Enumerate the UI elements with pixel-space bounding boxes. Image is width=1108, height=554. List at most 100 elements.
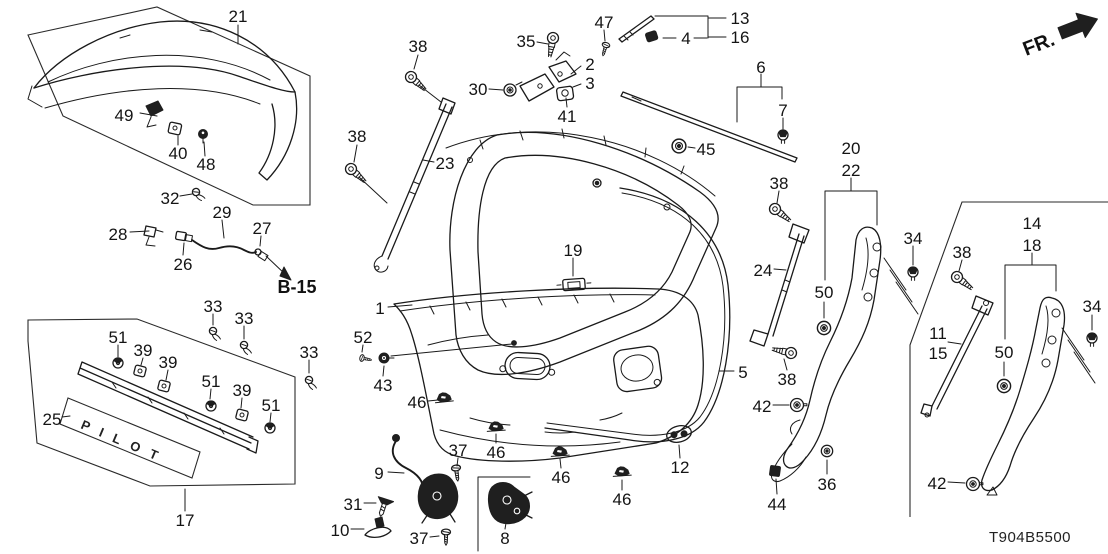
rivet-51-a [112,357,124,369]
screw-47 [598,41,611,58]
part-label-27-8: 27 [253,219,272,238]
nut-39-a [132,364,148,378]
part-label-28-5: 28 [109,225,128,244]
part-label-29-7: 29 [213,203,232,222]
screw-37-a [450,463,463,483]
spoiler-clip-32 [191,186,206,203]
part-label-38-9: 38 [348,127,367,146]
part-label-39-63: 39 [159,353,178,372]
clip-43 [378,352,395,364]
clip-33-a [208,326,222,342]
part-label-16-20: 16 [731,28,750,47]
part-label-45-23: 45 [697,140,716,159]
part-label-40-2: 40 [169,144,188,163]
part-label-38-27: 38 [770,174,789,193]
nut-41 [555,85,575,102]
emblem-text: PILOT [79,417,171,467]
screw-37-b [440,528,452,546]
b15-reference: B-15 [277,277,316,297]
part-label-30-13: 30 [469,80,488,99]
part-label-18-38: 18 [1023,236,1042,255]
part-label-50-42: 50 [995,343,1014,362]
part-label-38-10: 38 [409,37,428,56]
part-label-17-68: 17 [176,511,195,530]
b15-arrowhead [279,266,292,281]
nut-39-b [156,379,172,393]
part-label-42-33: 42 [753,397,772,416]
part-label-31-51: 31 [344,495,363,514]
part-label-47-17: 47 [595,13,614,32]
clip-33-b [239,340,253,356]
part-label-52-46: 52 [354,328,373,347]
side-panel-divider [909,201,1108,517]
bolt-35 [543,30,561,59]
molding-6-drawing [620,91,798,163]
part-label-25-67: 25 [43,410,62,429]
fr-label: FR. [1020,29,1058,61]
part-label-22-26: 22 [842,161,861,180]
part-label-35-12: 35 [517,32,536,51]
rivet-51-c [264,422,276,434]
part-label-19-24: 19 [564,241,583,260]
part-label-44-34: 44 [768,495,787,514]
part-label-21-0: 21 [229,7,248,26]
diagram-code: T904B5500 [989,529,1071,546]
nut-39-c [234,408,250,422]
latch-8 [487,482,533,525]
license-garnish-17 [77,361,259,454]
part-label-34-29: 34 [904,229,923,248]
part-label-33-58: 33 [204,297,223,316]
grommet-50-right [996,378,1012,394]
molding-4-drawing [618,15,659,43]
part-label-5-31: 5 [738,363,747,382]
part-label-42-44: 42 [928,474,947,493]
part-label-50-30: 50 [815,283,834,302]
clip-34-left [907,266,919,282]
spoiler-clip-49 [145,100,164,128]
part-label-3-15: 3 [585,74,594,93]
spoiler-drawing [27,20,298,181]
part-label-33-59: 33 [235,309,254,328]
part-label-39-62: 39 [134,341,153,360]
bolt-38-right [948,268,977,294]
rivet-51-b [205,400,217,412]
part-number-labels: 2149404832282629273838233530234147413166… [43,7,1102,548]
part-label-46-55: 46 [487,443,506,462]
part-label-46-56: 46 [552,468,571,487]
washer-tube-assembly [143,225,269,262]
part-label-41-16: 41 [558,107,577,126]
clip-34-right [1086,332,1098,348]
grommet-42-right [965,476,984,492]
weatherstrip-drawing [544,187,731,443]
part-label-23-11: 23 [436,154,455,173]
part-label-46-57: 46 [613,490,632,509]
side-garnish-20-22 [771,226,919,482]
leader-dot [511,340,517,346]
clip-46-a [434,391,454,404]
clip-33-c [304,375,318,391]
part-label-6-21: 6 [756,58,765,77]
grommet-36 [820,444,834,458]
part-label-8-54: 8 [500,529,509,548]
part-label-37-49: 37 [449,441,468,460]
striker-19 [556,277,592,292]
part-label-26-6: 26 [174,255,193,274]
part-label-38-32: 38 [778,370,797,389]
part-label-13-19: 13 [731,9,750,28]
part-label-39-65: 39 [233,381,252,400]
fr-arrow-icon [1057,12,1098,40]
part-label-9-50: 9 [374,464,383,483]
clip-46-d [612,465,632,477]
clip-44 [769,465,781,477]
garnish-box [27,318,296,487]
lower-tailgate-panel [393,287,704,462]
side-garnish-14-18 [980,296,1096,496]
spoiler-box [27,6,311,206]
part-label-43-47: 43 [374,376,393,395]
stay-11-15-drawing [920,295,994,418]
part-label-15-41: 15 [929,344,948,363]
part-label-34-43: 34 [1083,297,1102,316]
grommet-12 [666,425,692,443]
